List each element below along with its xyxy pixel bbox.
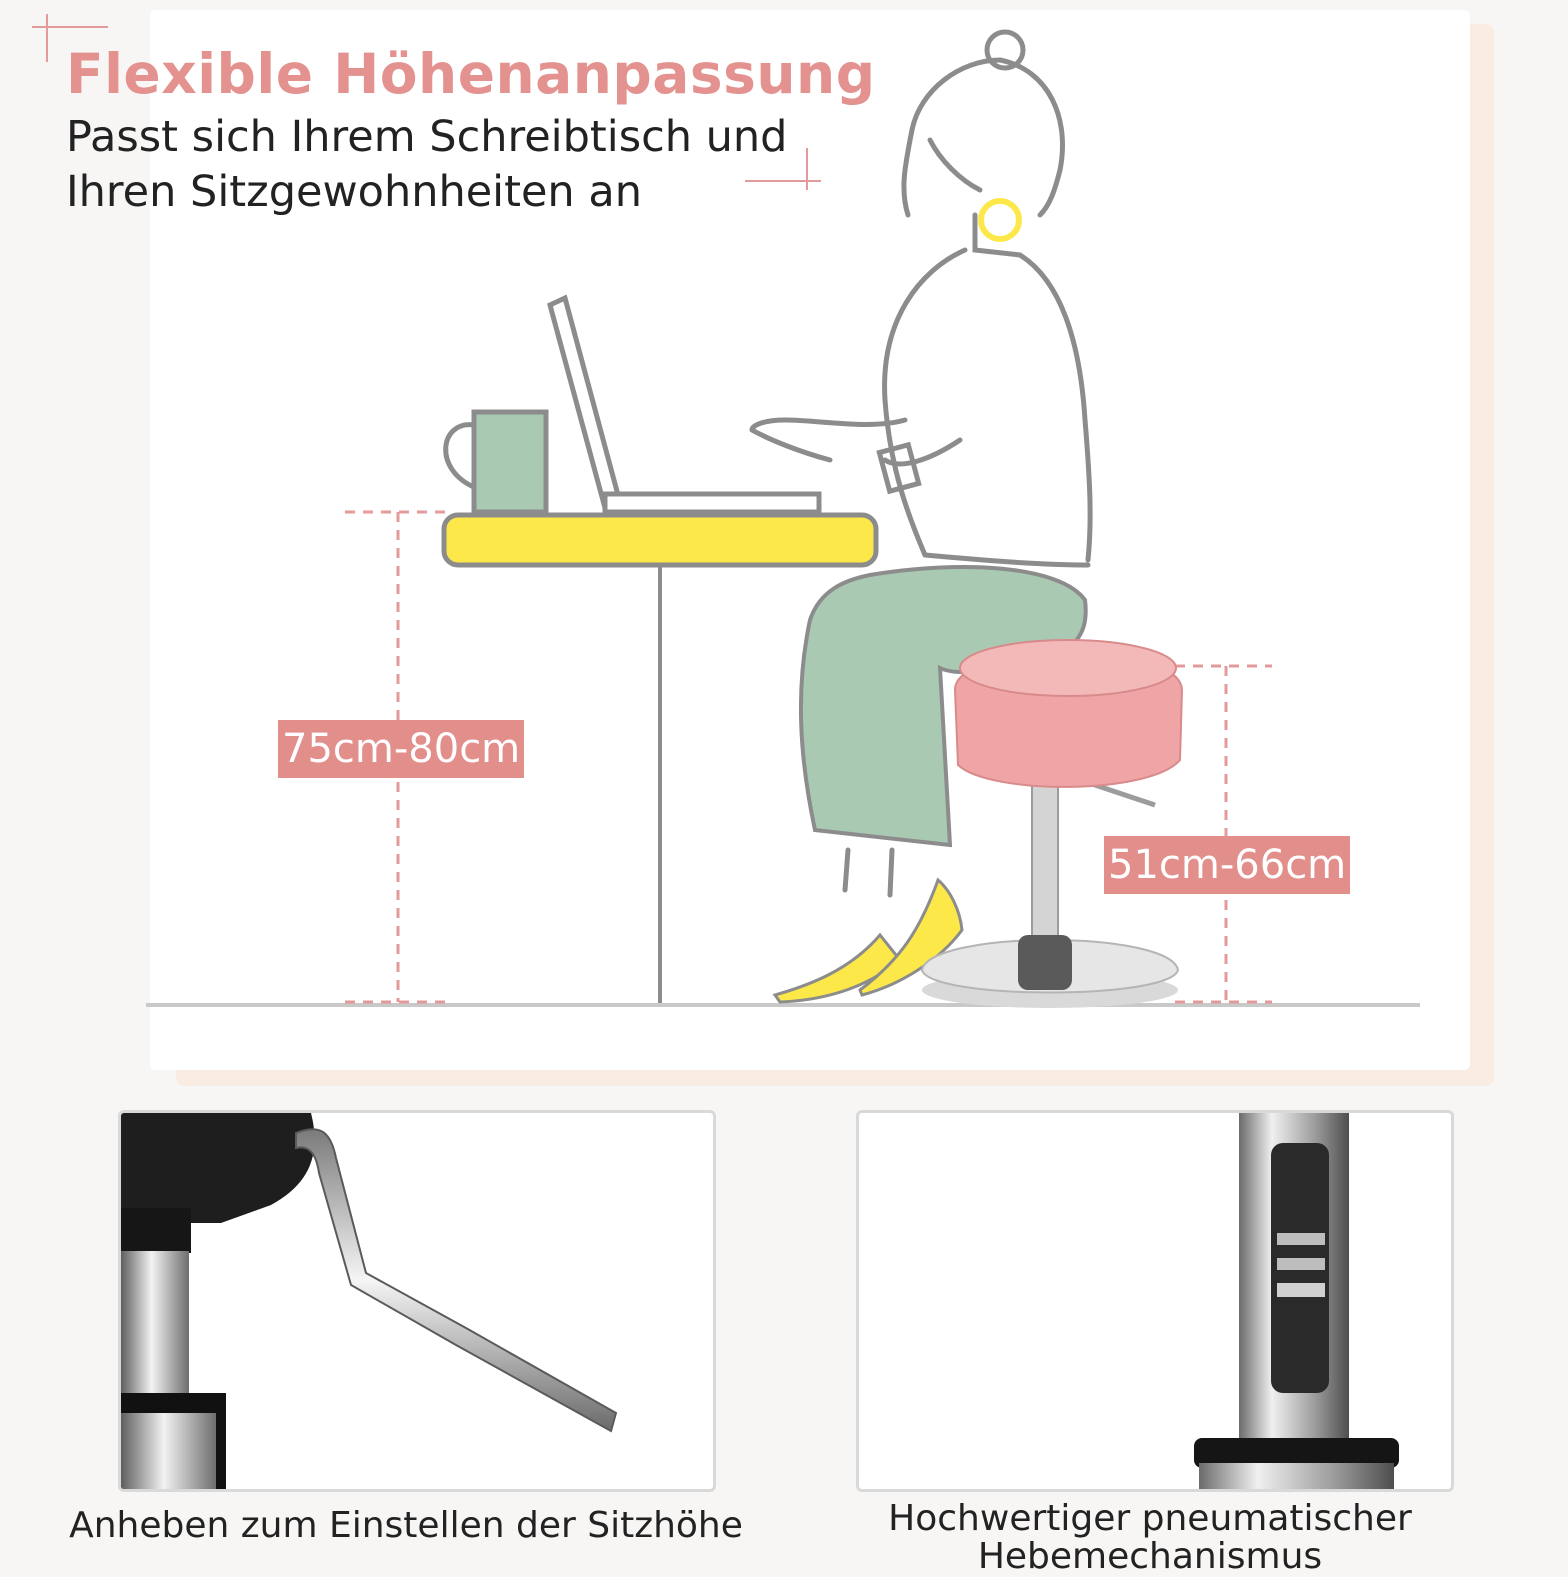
lever-photo [118,1110,716,1492]
seat-height-label: 51cm-66cm [1104,836,1351,894]
cross-tick-h [745,180,821,182]
lever-caption: Anheben zum Einstellen der Sitzhöhe [69,1505,743,1546]
desk-height-label: 75cm-80cm [278,720,525,778]
pneumatic-caption-line-1: Hochwertiger pneumatischer [888,1498,1412,1539]
shoe-left [772,932,903,1004]
subtitle-line-2: Ihren Sitzgewohnheiten an [66,167,642,217]
desk-height-guide [345,510,445,1004]
pneumatic-photo [856,1110,1454,1492]
cross-tick-v [806,148,808,190]
page-title: Flexible Höhenanpassung [66,42,876,106]
lever-closeup-image [121,1113,618,1489]
page-subtitle: Passt sich Ihrem Schreibtisch und Ihren … [66,110,787,220]
earring [978,198,1022,242]
pneumatic-caption-line-2: Hebemechanismus [977,1536,1323,1577]
stool-illustration [920,639,1184,1008]
gas-lift-closeup-image [1194,1113,1399,1489]
laptop-icon [547,294,822,515]
subtitle-line-1: Passt sich Ihrem Schreibtisch und [66,112,788,162]
shoe-right [858,877,964,997]
table-top [441,512,879,568]
mug-icon [443,409,549,515]
corner-tick-h [32,26,108,28]
seat-height-guide [1175,664,1272,1004]
woman-illustration [749,29,1093,898]
desk-scene-illustration [146,29,1420,1008]
pneumatic-caption: Hochwertiger pneumatischer Hebemechanism… [870,1500,1430,1576]
corner-tick-v [46,14,48,62]
